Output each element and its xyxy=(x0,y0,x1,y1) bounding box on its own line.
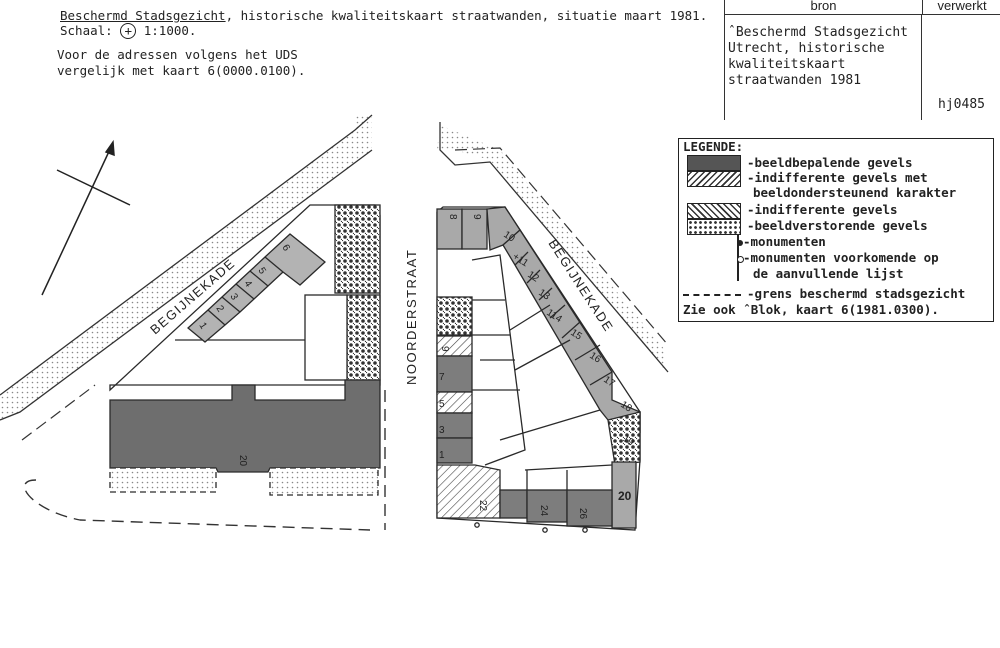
map-title: Beschermd Stadsgezicht, historische kwal… xyxy=(60,9,707,39)
scale-value: 1:1000. xyxy=(143,23,197,38)
swatch-dots xyxy=(687,219,741,235)
house-number: 7 xyxy=(439,372,445,383)
house-number: 20 xyxy=(237,455,248,467)
legend-item: de aanvullende lijst xyxy=(753,266,904,281)
bron-line: straatwanden 1981 xyxy=(728,73,862,88)
verwerkt-cell: hj0485 xyxy=(938,97,985,112)
quay-band-left xyxy=(0,115,372,420)
house-number: 1 xyxy=(196,321,208,332)
swatch-crosshatch xyxy=(687,203,741,219)
house-number: 5 xyxy=(255,266,267,277)
note-line-2: vergelijk met kaart 6(0000.0100). xyxy=(57,63,306,78)
legend-item: -grens beschermd stadsgezicht xyxy=(747,286,966,301)
house-number: 8 xyxy=(447,214,458,220)
note-line-1: Voor de adressen volgens het UDS xyxy=(57,47,298,62)
swatch-hatch xyxy=(687,171,741,187)
scale-symbol: + xyxy=(120,23,137,39)
house-number: 1 xyxy=(439,450,445,461)
house-number: 6 xyxy=(279,243,291,254)
title-rest: , historische kwaliteitskaart straatwand… xyxy=(225,8,708,23)
column-header-bron: bron xyxy=(725,0,923,14)
house-number: 26 xyxy=(577,508,588,520)
bron-line: Utrecht, historische xyxy=(728,41,885,56)
monument-list-icon xyxy=(737,256,744,263)
source-table: bron verwerkt ˆBeschermd Stadsgezicht Ut… xyxy=(724,0,1000,120)
house-number: 5 xyxy=(439,399,445,410)
legend-item: beeldondersteunend karakter xyxy=(753,185,957,200)
legend-item: -indifferente gevels met xyxy=(747,170,928,185)
legend-item: -indifferente gevels xyxy=(747,202,898,217)
monument-icon xyxy=(737,240,743,246)
house-number: 2 xyxy=(213,304,225,315)
right-block xyxy=(436,206,641,533)
house-number: 4 xyxy=(241,279,253,290)
legend-item: Zie ook ˆBlok, kaart 6(1981.0300). xyxy=(683,302,939,317)
house-number: 3 xyxy=(439,425,445,436)
legend-title: LEGENDE: xyxy=(683,139,744,154)
house-number: 24 xyxy=(538,505,549,517)
address-note: Voor de adressen volgens het UDS vergeli… xyxy=(57,47,305,79)
bron-line: ˆBeschermd Stadsgezicht xyxy=(728,25,909,40)
north-arrow-icon xyxy=(41,139,131,296)
legend-item: -monumenten xyxy=(743,234,826,249)
street-label-noorderstraat: NOORDERSTRAAT xyxy=(404,249,419,385)
swatch-dark xyxy=(687,155,741,171)
title-underlined: Beschermd Stadsgezicht xyxy=(60,8,226,23)
legend-item: -beeldverstorende gevels xyxy=(747,218,928,233)
boundary-line-icon xyxy=(683,294,741,296)
left-block xyxy=(109,204,381,496)
house-number: 9 xyxy=(439,346,450,352)
house-number: 3 xyxy=(227,292,239,303)
legend: LEGENDE: -beeldbepalende gevels -indiffe… xyxy=(678,138,994,322)
scale-label: Schaal: xyxy=(60,23,113,38)
legend-item: -beeldbepalende gevels xyxy=(747,155,913,170)
house-number: 20 xyxy=(618,489,632,503)
bron-cell: ˆBeschermd Stadsgezicht Utrecht, histori… xyxy=(725,15,922,120)
house-number: 9 xyxy=(471,214,482,220)
house-number: 22 xyxy=(477,500,488,512)
column-header-verwerkt: verwerkt xyxy=(937,0,987,13)
legend-item: -monumenten voorkomende op xyxy=(743,250,939,265)
bron-line: kwaliteitskaart xyxy=(728,57,846,72)
